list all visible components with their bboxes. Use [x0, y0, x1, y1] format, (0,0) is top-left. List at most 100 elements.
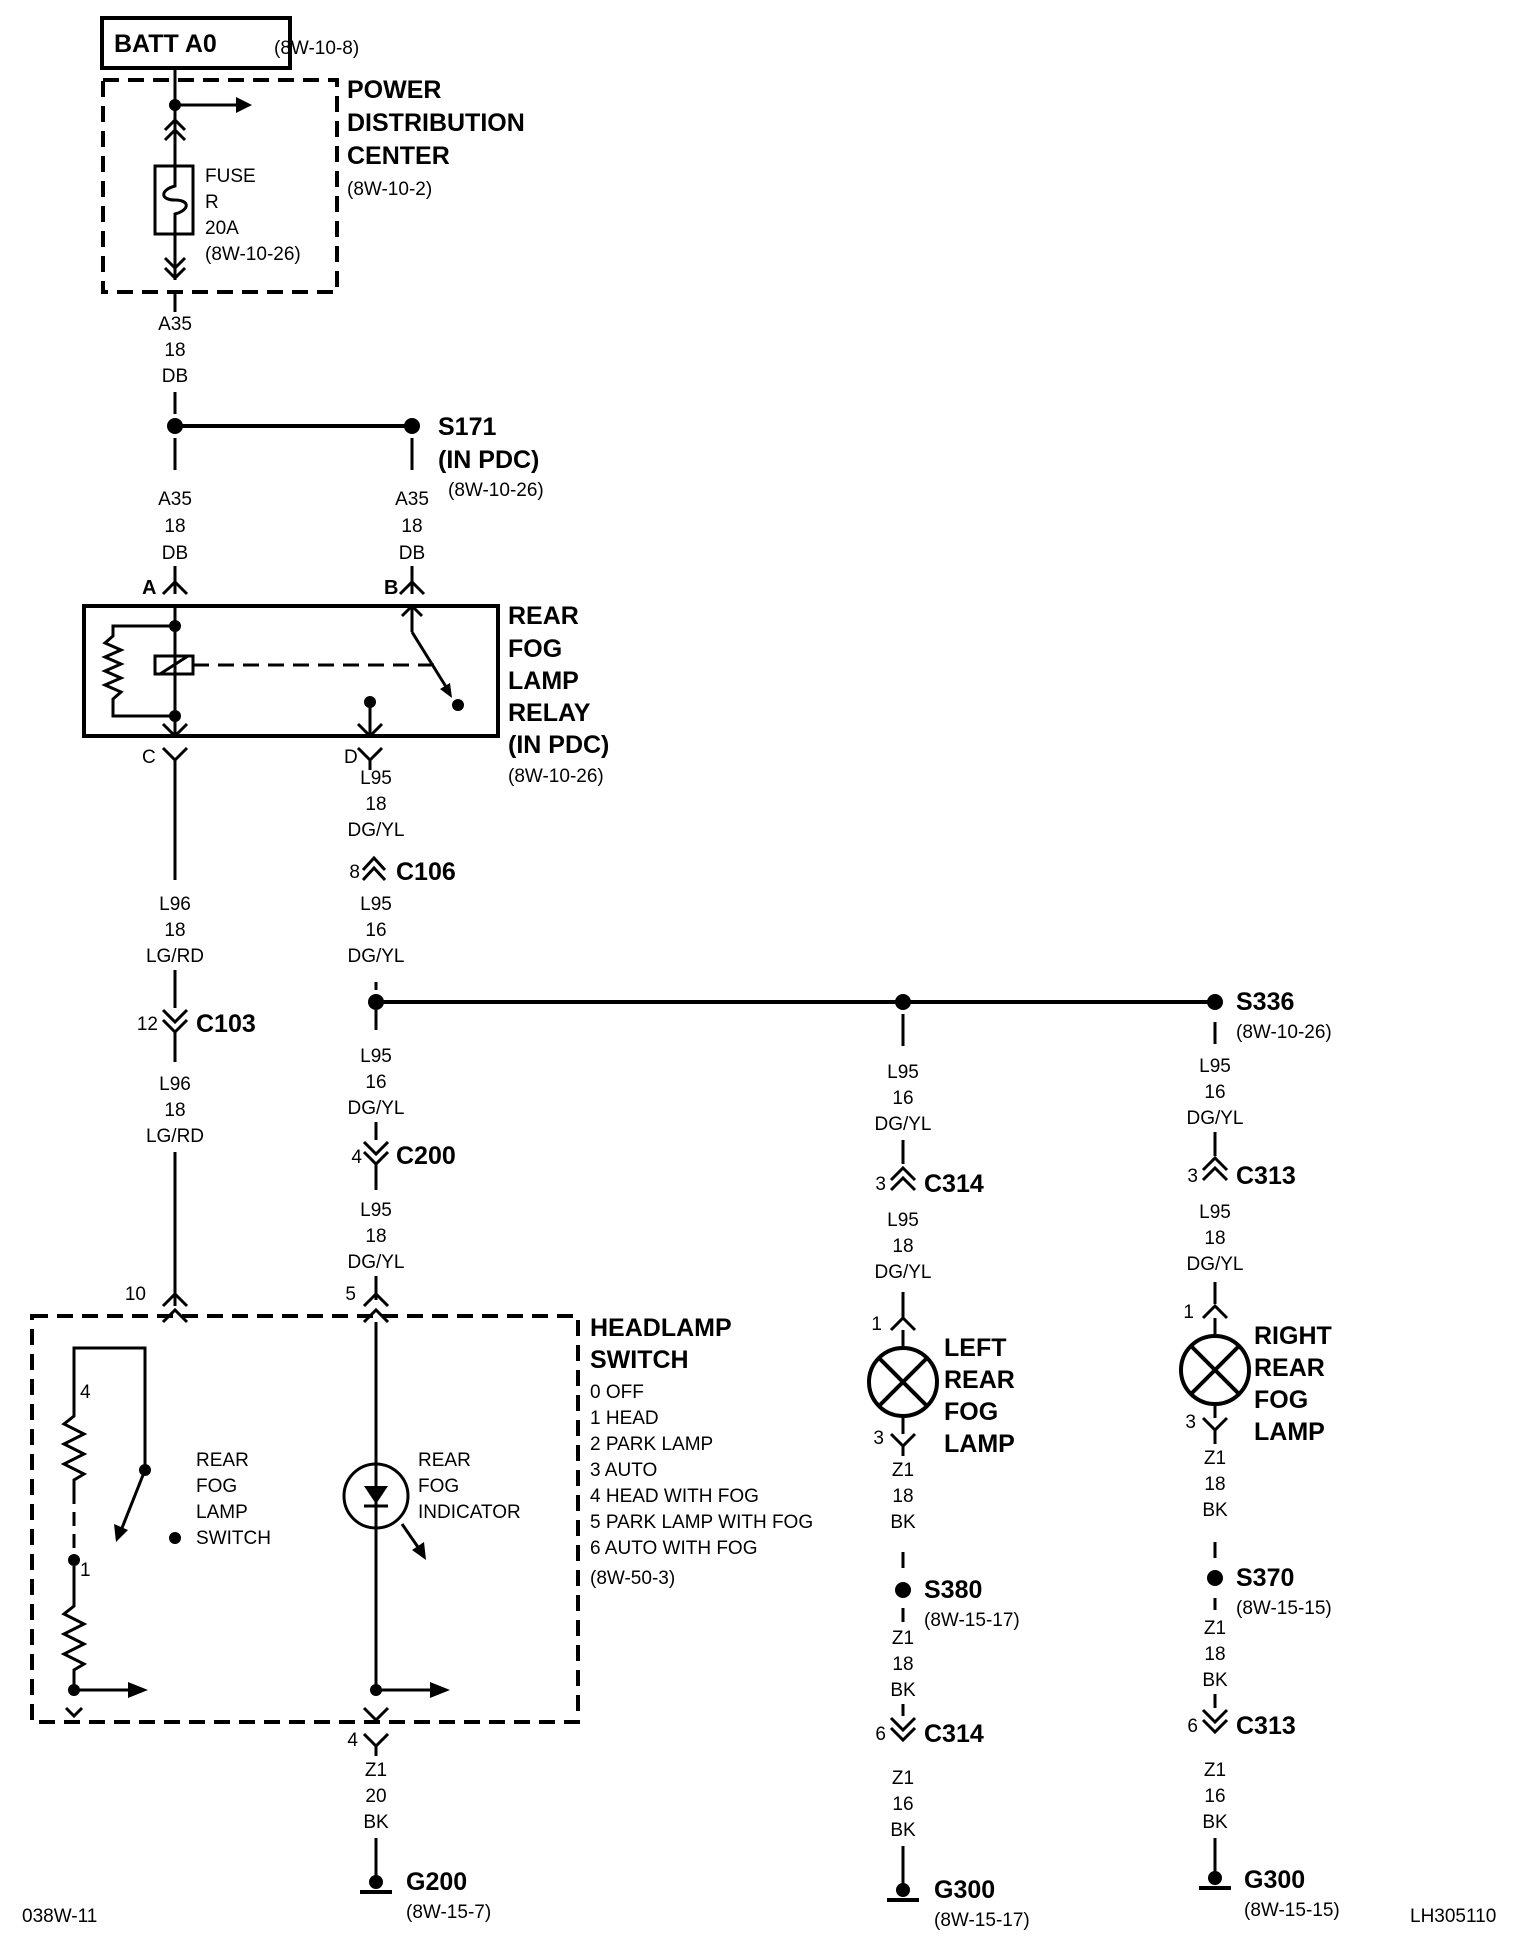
wire-label-a35-2: A35 18 DB: [158, 489, 192, 564]
headlamp-switch-positions: 0 OFF 1 HEAD 2 PARK LAMP 3 AUTO 4 HEAD W…: [590, 1382, 813, 1589]
svg-text:FOG: FOG: [508, 635, 562, 663]
wire-label-l95-1: L95 18 DG/YL: [347, 768, 404, 841]
rear-fog-indicator-label: REAR FOG INDICATOR: [418, 1450, 521, 1523]
svg-text:(8W-10-26): (8W-10-26): [205, 244, 301, 265]
s370-ref: (8W-15-15): [1236, 1598, 1332, 1619]
wire-label-l95-2: L95 16 DG/YL: [347, 894, 404, 967]
svg-text:SWITCH: SWITCH: [590, 1346, 689, 1374]
svg-text:BK: BK: [1202, 1500, 1228, 1521]
svg-text:Z1: Z1: [892, 1460, 914, 1481]
svg-text:INDICATOR: INDICATOR: [418, 1502, 521, 1523]
svg-text:A: A: [142, 577, 156, 599]
relay-label: REAR FOG LAMP RELAY (IN PDC) (8W-10-26): [508, 602, 609, 787]
indicator-led-icon: [342, 1462, 426, 1560]
connector-c314-top: 3 C314: [875, 1165, 984, 1198]
svg-text:DG/YL: DG/YL: [347, 1252, 404, 1273]
svg-text:L95: L95: [1199, 1202, 1231, 1223]
svg-text:6 AUTO WITH FOG: 6 AUTO WITH FOG: [590, 1538, 758, 1559]
g300-left-label: G300: [934, 1876, 995, 1904]
svg-text:SWITCH: SWITCH: [196, 1528, 271, 1549]
svg-text:16: 16: [365, 920, 386, 941]
svg-text:3: 3: [1185, 1412, 1196, 1433]
fuse-label: FUSE R 20A (8W-10-26): [205, 166, 301, 265]
svg-text:2 PARK LAMP: 2 PARK LAMP: [590, 1434, 713, 1455]
g200-ref: (8W-15-7): [406, 1902, 491, 1923]
s380-label: S380: [924, 1576, 982, 1604]
wire-label-z1-18-l1: Z1 18 BK: [890, 1460, 916, 1533]
svg-text:3: 3: [873, 1428, 884, 1449]
svg-text:C103: C103: [196, 1010, 256, 1038]
svg-text:D: D: [344, 747, 358, 768]
svg-text:18: 18: [365, 794, 386, 815]
svg-text:DG/YL: DG/YL: [347, 820, 404, 841]
connector-c313-top: 3 C313: [1187, 1155, 1296, 1190]
svg-text:A35: A35: [158, 489, 192, 510]
svg-text:4: 4: [351, 1147, 362, 1168]
g300-left-ref: (8W-15-17): [934, 1910, 1030, 1931]
svg-text:4: 4: [80, 1382, 91, 1403]
svg-text:LAMP: LAMP: [944, 1430, 1015, 1458]
wire-label-z1-16-r: Z1 16 BK: [1202, 1760, 1228, 1833]
pdc-label: POWER DISTRIBUTION CENTER (8W-10-2): [347, 76, 525, 200]
svg-text:1 HEAD: 1 HEAD: [590, 1408, 659, 1429]
svg-text:DB: DB: [162, 543, 188, 564]
svg-text:18: 18: [1204, 1474, 1225, 1495]
s336-dot: [1207, 994, 1223, 1010]
s171-dot: [404, 418, 420, 434]
svg-text:L95: L95: [360, 894, 392, 915]
svg-text:20A: 20A: [205, 218, 239, 239]
svg-text:A35: A35: [158, 314, 192, 335]
svg-text:REAR: REAR: [508, 602, 579, 630]
svg-text:16: 16: [892, 1794, 913, 1815]
s171-label: S171: [438, 413, 496, 441]
svg-text:C313: C313: [1236, 1712, 1296, 1740]
svg-text:LG/RD: LG/RD: [146, 1126, 204, 1147]
svg-text:Z1: Z1: [365, 1760, 387, 1781]
svg-text:C: C: [142, 747, 156, 768]
svg-text:18: 18: [401, 516, 422, 537]
svg-text:DG/YL: DG/YL: [874, 1262, 931, 1283]
s171-ref: (8W-10-26): [448, 480, 544, 501]
svg-text:16: 16: [1204, 1786, 1225, 1807]
svg-text:REAR: REAR: [944, 1366, 1015, 1394]
relay-contact-icon: [356, 603, 464, 739]
svg-text:C200: C200: [396, 1142, 456, 1170]
wire-label-a35-3: A35 18 DB: [395, 489, 429, 564]
svg-text:(8W-10-2): (8W-10-2): [347, 179, 432, 200]
svg-text:RIGHT: RIGHT: [1254, 1322, 1332, 1350]
svg-text:HEADLAMP: HEADLAMP: [590, 1314, 732, 1342]
relay-coil-icon: [101, 606, 442, 736]
svg-text:LAMP: LAMP: [196, 1502, 248, 1523]
fuse-icon: [153, 164, 195, 236]
g300-right-ref: (8W-15-15): [1244, 1900, 1340, 1921]
svg-text:LEFT: LEFT: [944, 1334, 1007, 1362]
svg-text:Z1: Z1: [892, 1628, 914, 1649]
footer-left: 038W-11: [22, 1906, 97, 1927]
svg-text:18: 18: [164, 516, 185, 537]
svg-text:C313: C313: [1236, 1162, 1296, 1190]
svg-text:5 PARK LAMP WITH FOG: 5 PARK LAMP WITH FOG: [590, 1512, 813, 1533]
svg-text:CENTER: CENTER: [347, 142, 450, 170]
svg-text:REAR: REAR: [418, 1450, 471, 1471]
svg-text:0 OFF: 0 OFF: [590, 1382, 644, 1403]
relay-box: [82, 604, 500, 738]
connector-c103: 12 C103: [137, 1008, 256, 1038]
svg-text:POWER: POWER: [347, 76, 441, 104]
svg-text:(8W-10-26): (8W-10-26): [508, 766, 604, 787]
svg-text:DG/YL: DG/YL: [347, 1098, 404, 1119]
batt-label: BATT A0: [114, 30, 217, 58]
svg-text:BK: BK: [890, 1820, 916, 1841]
svg-text:L95: L95: [887, 1210, 919, 1231]
svg-text:LAMP: LAMP: [1254, 1418, 1325, 1446]
svg-text:1: 1: [871, 1314, 882, 1335]
svg-text:C314: C314: [924, 1720, 984, 1748]
svg-text:18: 18: [164, 1100, 185, 1121]
wire-label-l95-3: L95 16 DG/YL: [347, 1046, 404, 1119]
s380-dot: [895, 1582, 911, 1598]
wire-label-l95-8: L95 18 DG/YL: [1186, 1202, 1243, 1275]
svg-text:6: 6: [1187, 1716, 1198, 1737]
svg-text:C314: C314: [924, 1170, 984, 1198]
s370-label: S370: [1236, 1564, 1294, 1592]
svg-text:10: 10: [125, 1284, 146, 1305]
svg-text:BK: BK: [1202, 1670, 1228, 1691]
